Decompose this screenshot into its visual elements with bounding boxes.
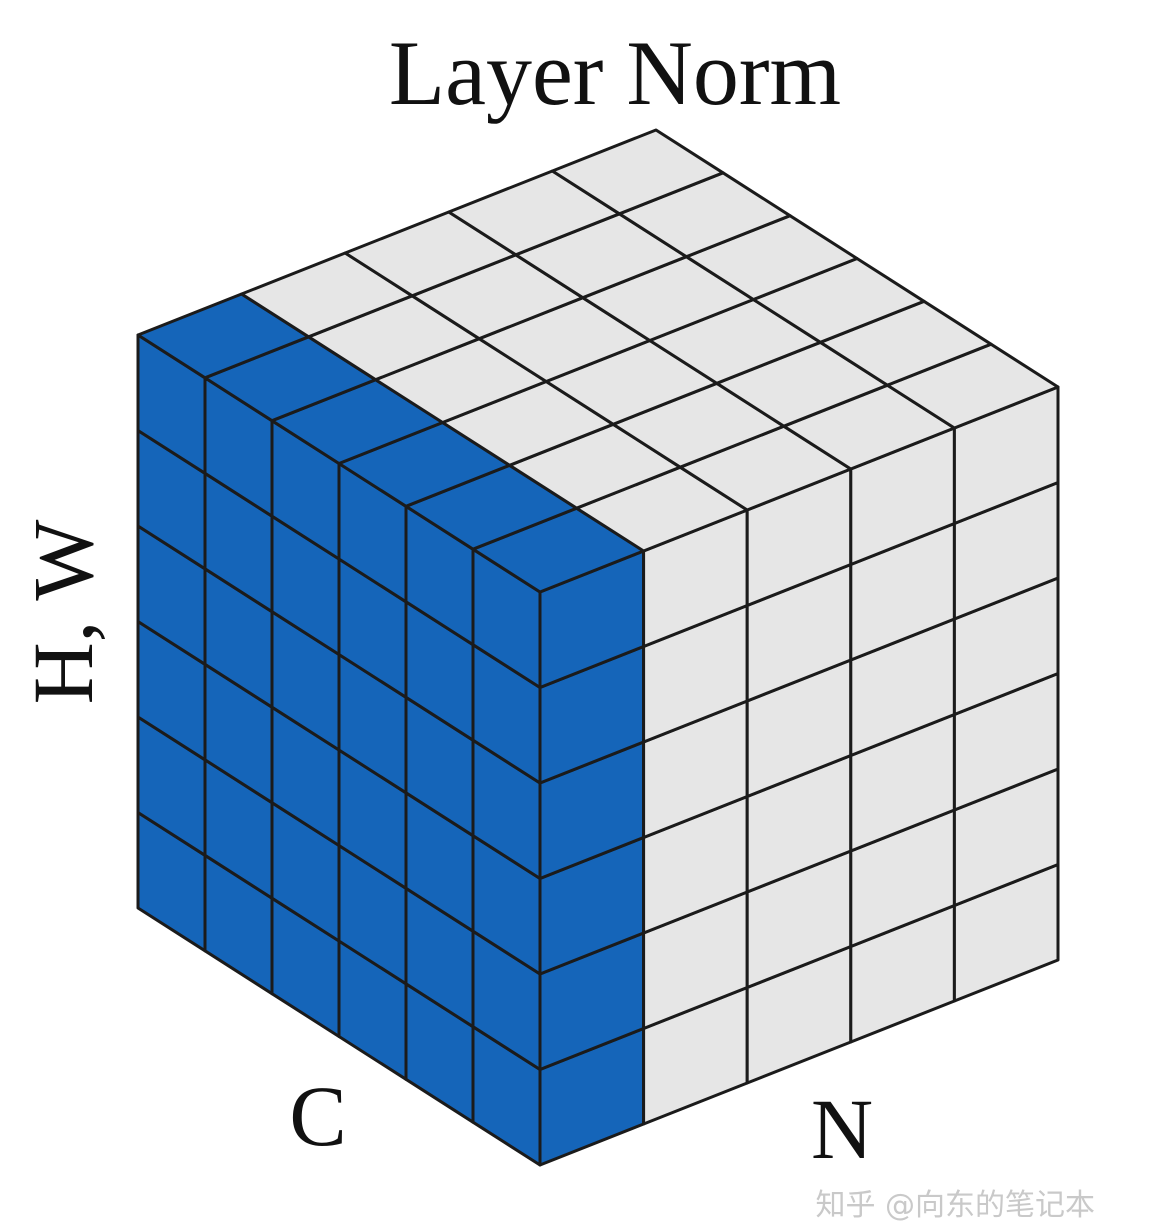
watermark-text: 知乎 @向东的笔记本 bbox=[815, 1188, 1095, 1223]
cube-top-cell bbox=[550, 128, 725, 216]
hw-axis-label: H, W bbox=[15, 520, 111, 705]
c-axis-label: C bbox=[289, 1068, 346, 1164]
n-axis-label: N bbox=[811, 1081, 873, 1177]
diagram-title: Layer Norm bbox=[389, 22, 841, 124]
tensor-cube bbox=[136, 128, 1060, 1167]
